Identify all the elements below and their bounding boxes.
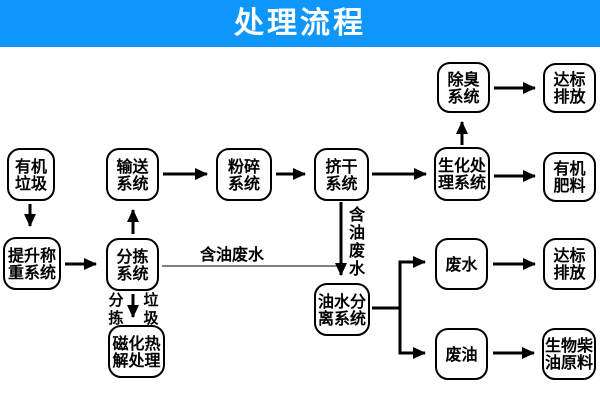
node-pyrolysis: 磁化热 解处理 (108, 325, 165, 378)
edge-label-sorted-waste-right: 垃 圾 (143, 291, 159, 327)
title-banner: 处理流程 (0, 0, 600, 47)
node-wastewater: 废水 (435, 238, 488, 290)
node-discharge-air: 达标 排放 (543, 63, 596, 113)
node-discharge-water: 达标 排放 (543, 238, 596, 290)
node-deodorizing: 除臭 系统 (437, 62, 490, 113)
edge-label-oily-wastewater-vertical: 含 油 废 水 (348, 205, 365, 278)
node-biodiesel: 生物柴 油原料 (542, 328, 596, 380)
node-waste-oil: 废油 (435, 328, 488, 380)
node-lifting: 提升称 重系统 (3, 237, 61, 290)
node-crushing: 粉碎 系统 (216, 148, 272, 201)
node-sorting: 分拣 系统 (106, 238, 159, 291)
page-title: 处理流程 (234, 5, 366, 41)
node-fertilizer: 有机 肥料 (543, 152, 596, 202)
node-biochemical: 生化处 理系统 (434, 147, 490, 201)
arrow-oilwater-to-wastewater (372, 256, 426, 310)
node-oil-water: 油水分 离系统 (314, 283, 370, 336)
edge-label-oily-wastewater-horizontal: 含油废水 (199, 245, 264, 264)
arrow-oilwater-to-wasteoil (398, 308, 426, 359)
edge-label-sorted-waste-left: 分 拣 (108, 291, 124, 327)
node-conveying: 输送 系统 (106, 148, 159, 201)
node-squeezing: 挤干 系统 (314, 148, 369, 201)
node-organic-waste: 有机 垃圾 (7, 148, 55, 201)
